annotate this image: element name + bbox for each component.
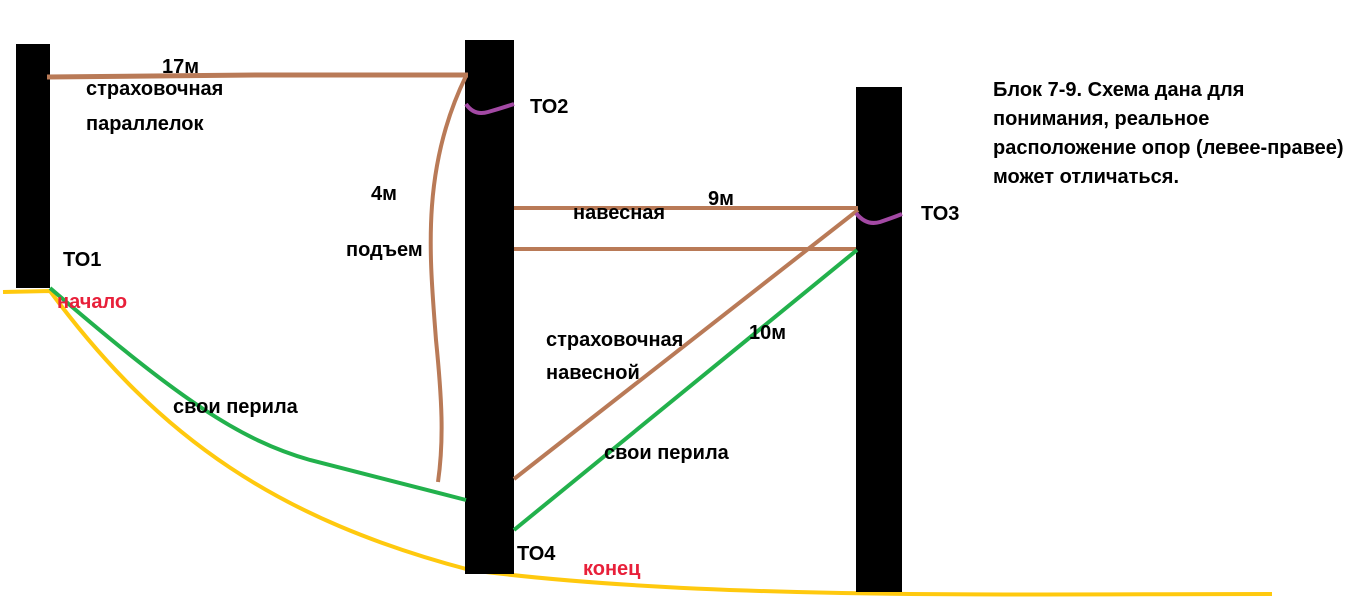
- rope-safety-traverse: [512, 208, 860, 481]
- label-traverse: навесная: [573, 202, 666, 224]
- anchor-loop-to3: [854, 211, 903, 225]
- label-length-9: 9м: [708, 188, 734, 210]
- label-length-4: 4м: [371, 183, 397, 205]
- label-safety-parallel-2: параллелок: [86, 113, 204, 135]
- label-to4: ТО4: [517, 543, 556, 565]
- pillar-right: [856, 87, 902, 592]
- rope-ascent: [428, 75, 468, 483]
- rope-own-rails-left: [48, 286, 467, 502]
- label-own-rails-left: свои перила: [173, 396, 298, 418]
- label-ascent: подъем: [346, 239, 423, 261]
- pillar-middle: [465, 40, 514, 574]
- label-safety-parallel-1: страховочная: [86, 78, 224, 100]
- anchor-loop-to2: [464, 102, 515, 115]
- label-length-10: 10м: [749, 322, 787, 344]
- ground-line: [2, 288, 1273, 597]
- label-to1: ТО1: [63, 249, 102, 271]
- rope-own-rails-right: [512, 248, 859, 532]
- pillar-left: [16, 44, 50, 288]
- diagram-note: Блок 7-9. Схема дана для понимания, реал…: [993, 79, 1344, 188]
- label-safety-traverse-1: страховочная: [546, 329, 684, 351]
- label-to3: ТО3: [921, 203, 960, 225]
- rope-safety-parallel: [46, 72, 468, 80]
- label-to2: ТО2: [530, 96, 569, 118]
- label-length-17: 17м: [162, 56, 200, 78]
- label-end: конец: [583, 558, 641, 580]
- label-own-rails-right: свои перила: [604, 442, 729, 464]
- label-safety-traverse-2: навесной: [546, 362, 640, 384]
- label-start: начало: [57, 291, 128, 313]
